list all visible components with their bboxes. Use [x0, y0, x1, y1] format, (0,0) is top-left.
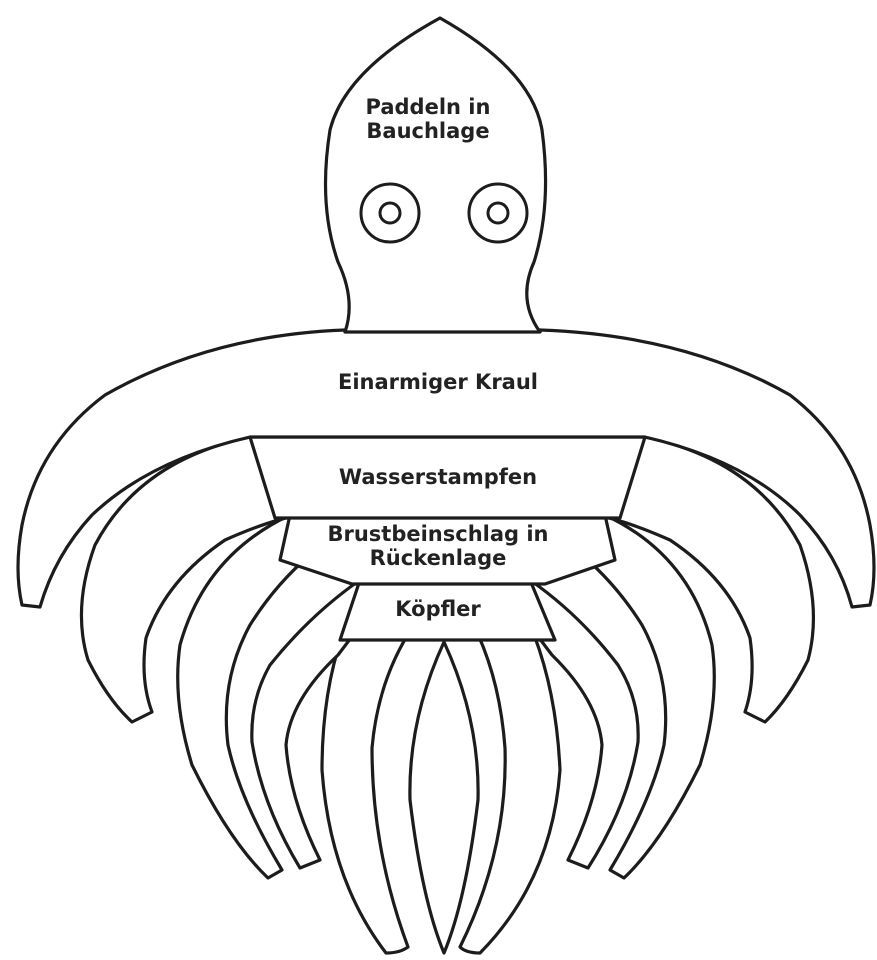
head-label-line-2: Bauchlage [328, 119, 528, 143]
head-label: Paddeln in Bauchlage [328, 95, 528, 143]
head [326, 18, 546, 332]
head-label-line-1: Paddeln in [328, 95, 528, 119]
arm-pair-2-label: Wasserstampfen [288, 465, 588, 489]
arm-pair-3-label-line-1: Brustbeinschlag in [288, 522, 588, 546]
arm-pair-1-label: Einarmiger Kraul [288, 370, 588, 394]
arm-pair-4-label: Köpfler [338, 597, 538, 621]
tentacle-center-gap [410, 642, 478, 953]
arm-pair-3-label-line-2: Rückenlage [288, 546, 588, 570]
arm-pair-3-label: Brustbeinschlag in Rückenlage [288, 522, 588, 570]
